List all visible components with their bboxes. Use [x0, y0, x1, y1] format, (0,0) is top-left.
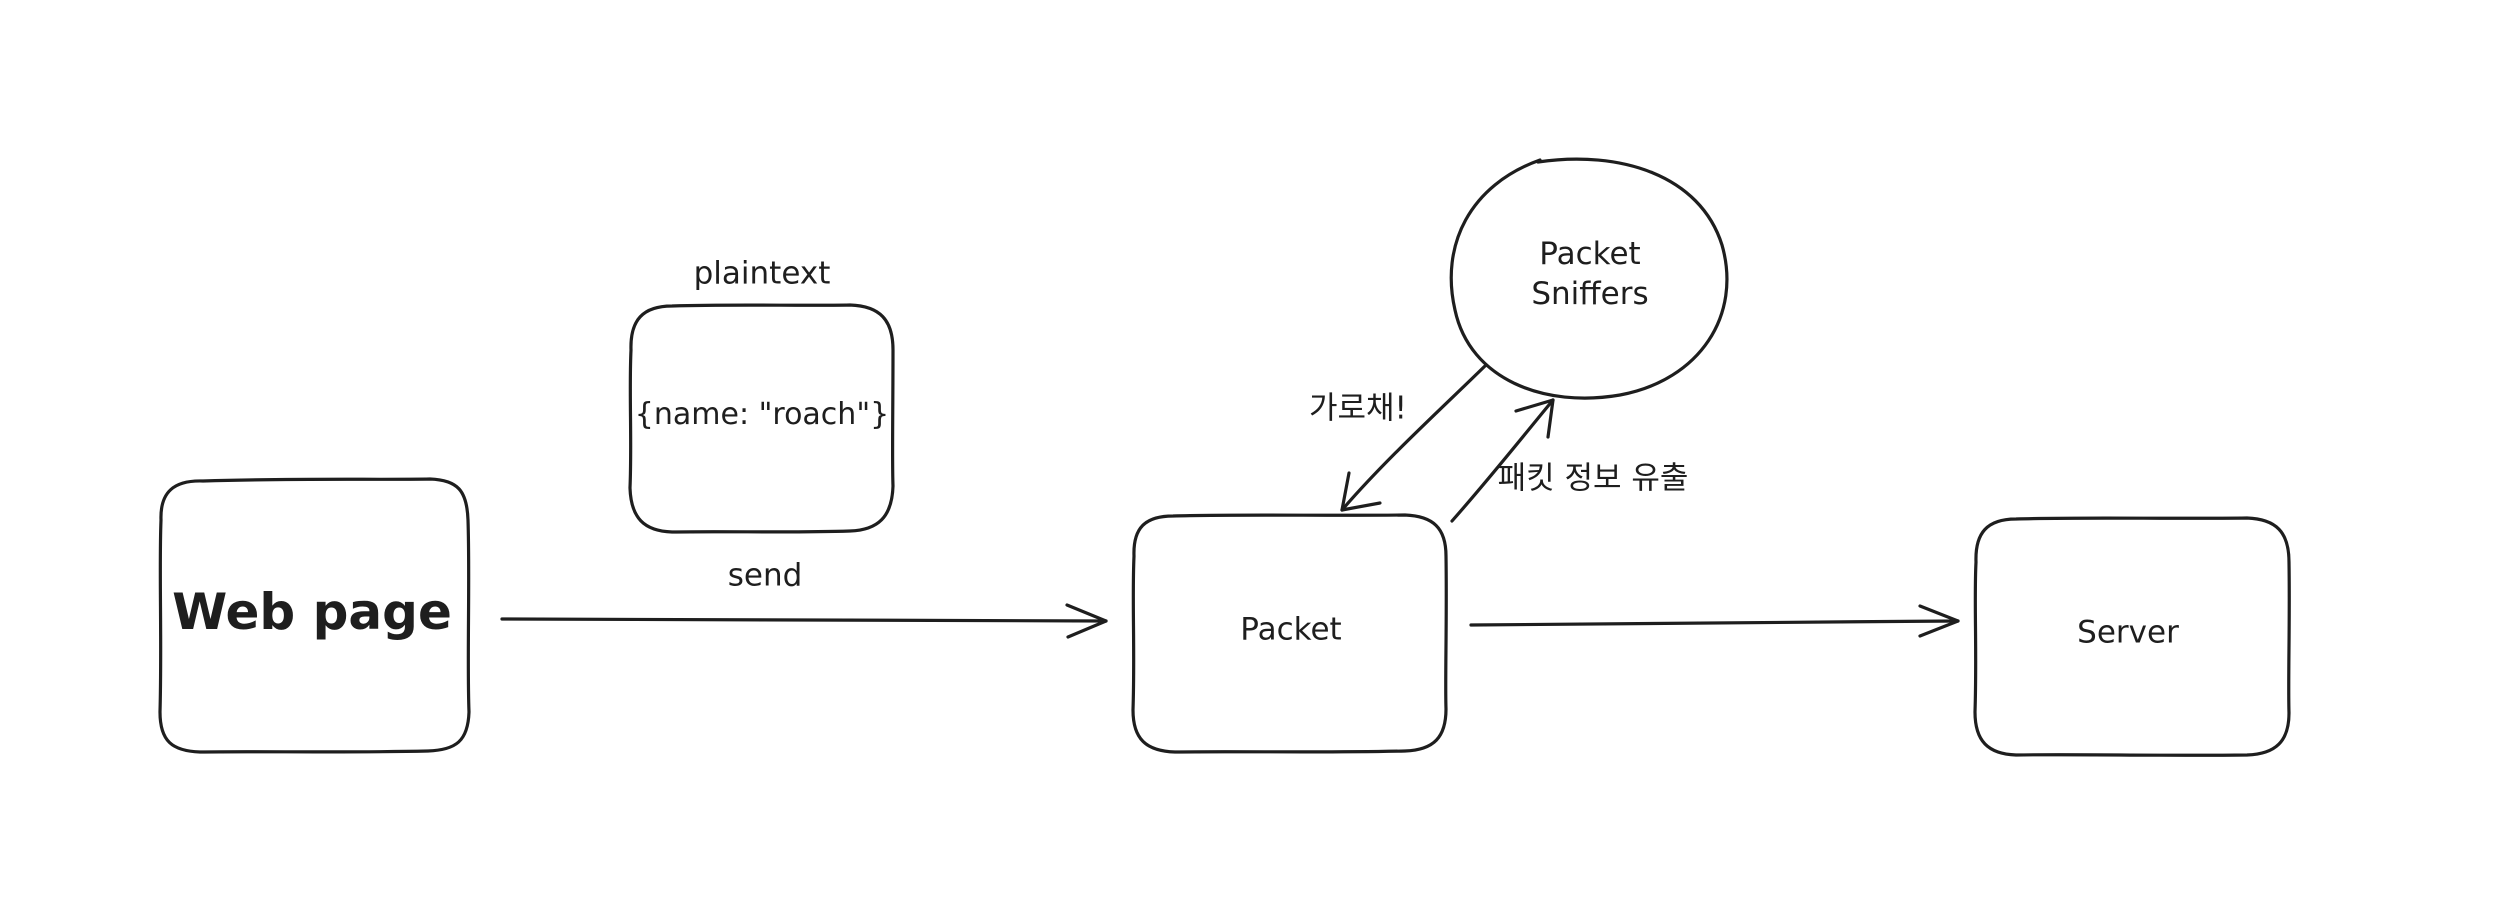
web-page-box [158, 477, 471, 754]
intercept-label: 가로채! [1309, 390, 1407, 427]
send-arrow-head [1065, 603, 1108, 639]
payload-box [628, 303, 895, 534]
plaintext-label: plaintext [693, 255, 831, 292]
leak-arrow-head [1514, 398, 1555, 439]
leak-arrow-line [1450, 398, 1555, 523]
web-page-label: Web page [172, 583, 452, 641]
intercept-arrow-line [1340, 363, 1488, 512]
payload-text: {name: "roach"} [634, 397, 890, 432]
server-arrow-head [1918, 604, 1960, 638]
server-label: Server [2077, 614, 2179, 651]
intercept-arrow-head [1340, 471, 1382, 512]
send-label: send [727, 557, 803, 594]
packet-sniffers-circle [1449, 157, 1729, 400]
packet-box [1131, 513, 1448, 754]
leak-label: 패킷 정보 유출 [1497, 460, 1689, 497]
packet-sniffers-label: Packet Sniffers [1531, 236, 1649, 312]
packet-label: Packet [1240, 611, 1342, 648]
send-arrow-line [500, 617, 1108, 623]
server-arrow-line [1469, 619, 1960, 627]
server-box [1973, 516, 2291, 757]
